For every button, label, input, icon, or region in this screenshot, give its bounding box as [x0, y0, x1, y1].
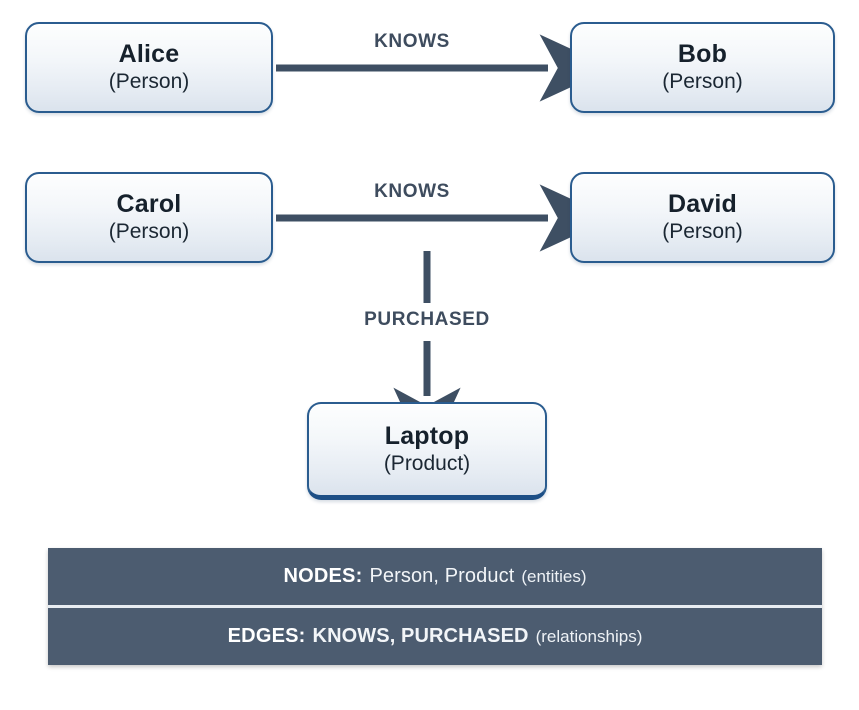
node-bob-label: (Person): [662, 69, 743, 93]
node-bob-title: Bob: [677, 40, 728, 69]
legend-edges-note: (relationships): [535, 626, 643, 646]
node-carol-label: (Person): [108, 219, 190, 243]
node-laptop[interactable]: Laptop (Product): [307, 402, 547, 500]
node-carol-title: Carol: [116, 190, 182, 219]
node-bob[interactable]: Bob (Person): [570, 22, 835, 113]
node-carol[interactable]: Carol (Person): [25, 172, 273, 263]
legend-nodes-value: Person, Product: [369, 565, 515, 587]
node-alice[interactable]: Alice (Person): [25, 22, 273, 113]
node-laptop-label: (Product): [383, 451, 471, 475]
legend-edges-value: KNOWS, PURCHASED: [312, 625, 529, 647]
node-alice-label: (Person): [108, 69, 190, 93]
node-laptop-title: Laptop: [384, 422, 470, 451]
node-david[interactable]: David (Person): [570, 172, 835, 263]
legend-panel: NODES: Person, Product (entities) EDGES:…: [48, 548, 822, 665]
node-david-label: (Person): [662, 219, 743, 243]
legend-nodes-key: NODES:: [283, 565, 363, 587]
edge-label-carol-purchased-laptop: PURCHASED: [364, 309, 490, 330]
legend-row-nodes: NODES: Person, Product (entities): [48, 548, 822, 605]
edge-label-carol-knows-david: KNOWS: [374, 181, 450, 202]
edge-label-alice-knows-bob: KNOWS: [374, 31, 450, 52]
node-david-title: David: [667, 190, 738, 219]
node-alice-title: Alice: [118, 40, 180, 69]
legend-edges-key: EDGES:: [227, 625, 306, 647]
legend-row-edges: EDGES: KNOWS, PURCHASED (relationships): [48, 605, 822, 665]
legend-nodes-note: (entities): [521, 566, 587, 586]
